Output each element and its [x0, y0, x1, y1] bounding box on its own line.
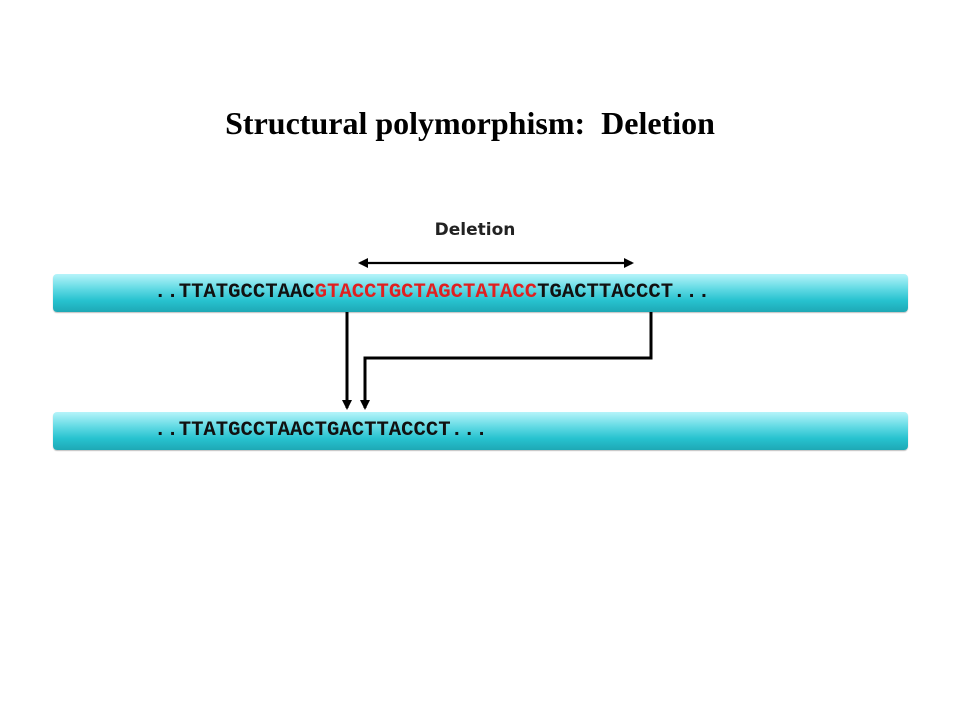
resulting-sequence: ..TTATGCCTAACTGACTTACCCT...	[154, 419, 488, 442]
sequence-prefix: ..TTATGCCTAAC	[154, 281, 315, 304]
resulting-dna-strand	[53, 412, 908, 450]
deletion-label: Deletion	[434, 220, 516, 240]
original-dna-strand	[53, 274, 908, 312]
deleted-segment: GTACCTGCTAGCTATACC	[314, 281, 538, 304]
sequence-suffix: TGACTTACCCT...	[537, 281, 711, 304]
slide-title: Structural polymorphism: Deletion	[225, 105, 715, 141]
right-junction-arrow	[360, 312, 653, 410]
original-sequence: ..TTATGCCTAACGTACCTGCTAGCTATACCTGACTTACC…	[154, 281, 914, 305]
